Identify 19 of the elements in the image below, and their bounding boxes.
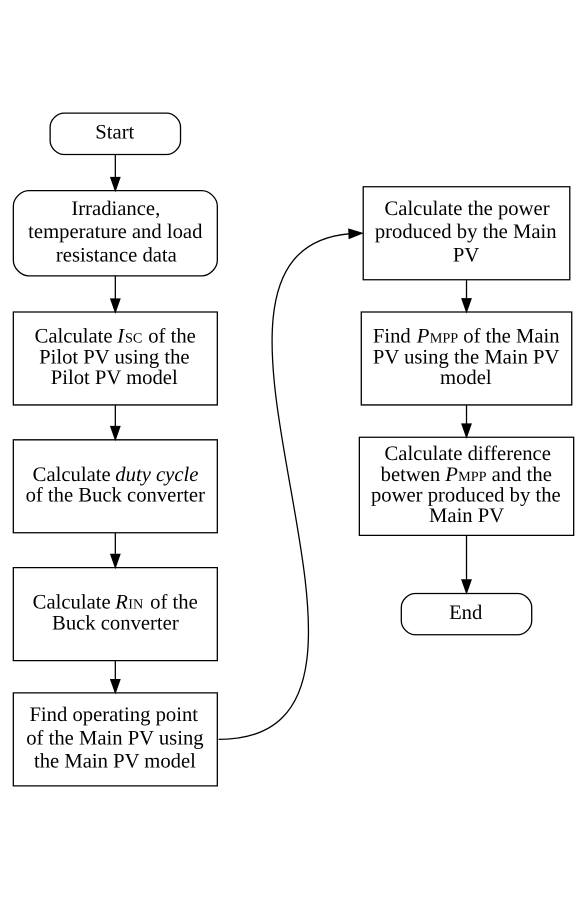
- node-box: Find operating point of the Main PV using the Main PV model: [12, 692, 218, 786]
- node-box: Calculate ISC of the Pilot PV using the Pilot PV model: [12, 310, 218, 406]
- node-box: Calculate duty cycle of the Buck converter: [12, 438, 218, 533]
- node-box: Calculate RIN of the Buck converter: [12, 566, 218, 661]
- node-box: Start: [49, 112, 182, 155]
- arrow: [461, 279, 472, 314]
- arrow: [110, 532, 121, 569]
- arrow: [110, 276, 121, 314]
- arrow: [110, 660, 121, 694]
- arrow: [110, 154, 121, 192]
- arrow: [218, 228, 364, 740]
- arrow: [110, 404, 121, 441]
- node-box: Calculate the power produced by the Main PV: [362, 186, 570, 280]
- arrow: [461, 535, 472, 594]
- node-box: Calculate difference betwen PMPP and the power produced by the Main PV: [358, 436, 574, 536]
- node-box: Find PMPP of the Main PV using the Main PV model: [360, 310, 572, 406]
- node-box: End: [400, 592, 532, 635]
- arrow: [461, 404, 472, 438]
- node-box: Irradiance, temperature and load resistance data: [12, 189, 218, 276]
